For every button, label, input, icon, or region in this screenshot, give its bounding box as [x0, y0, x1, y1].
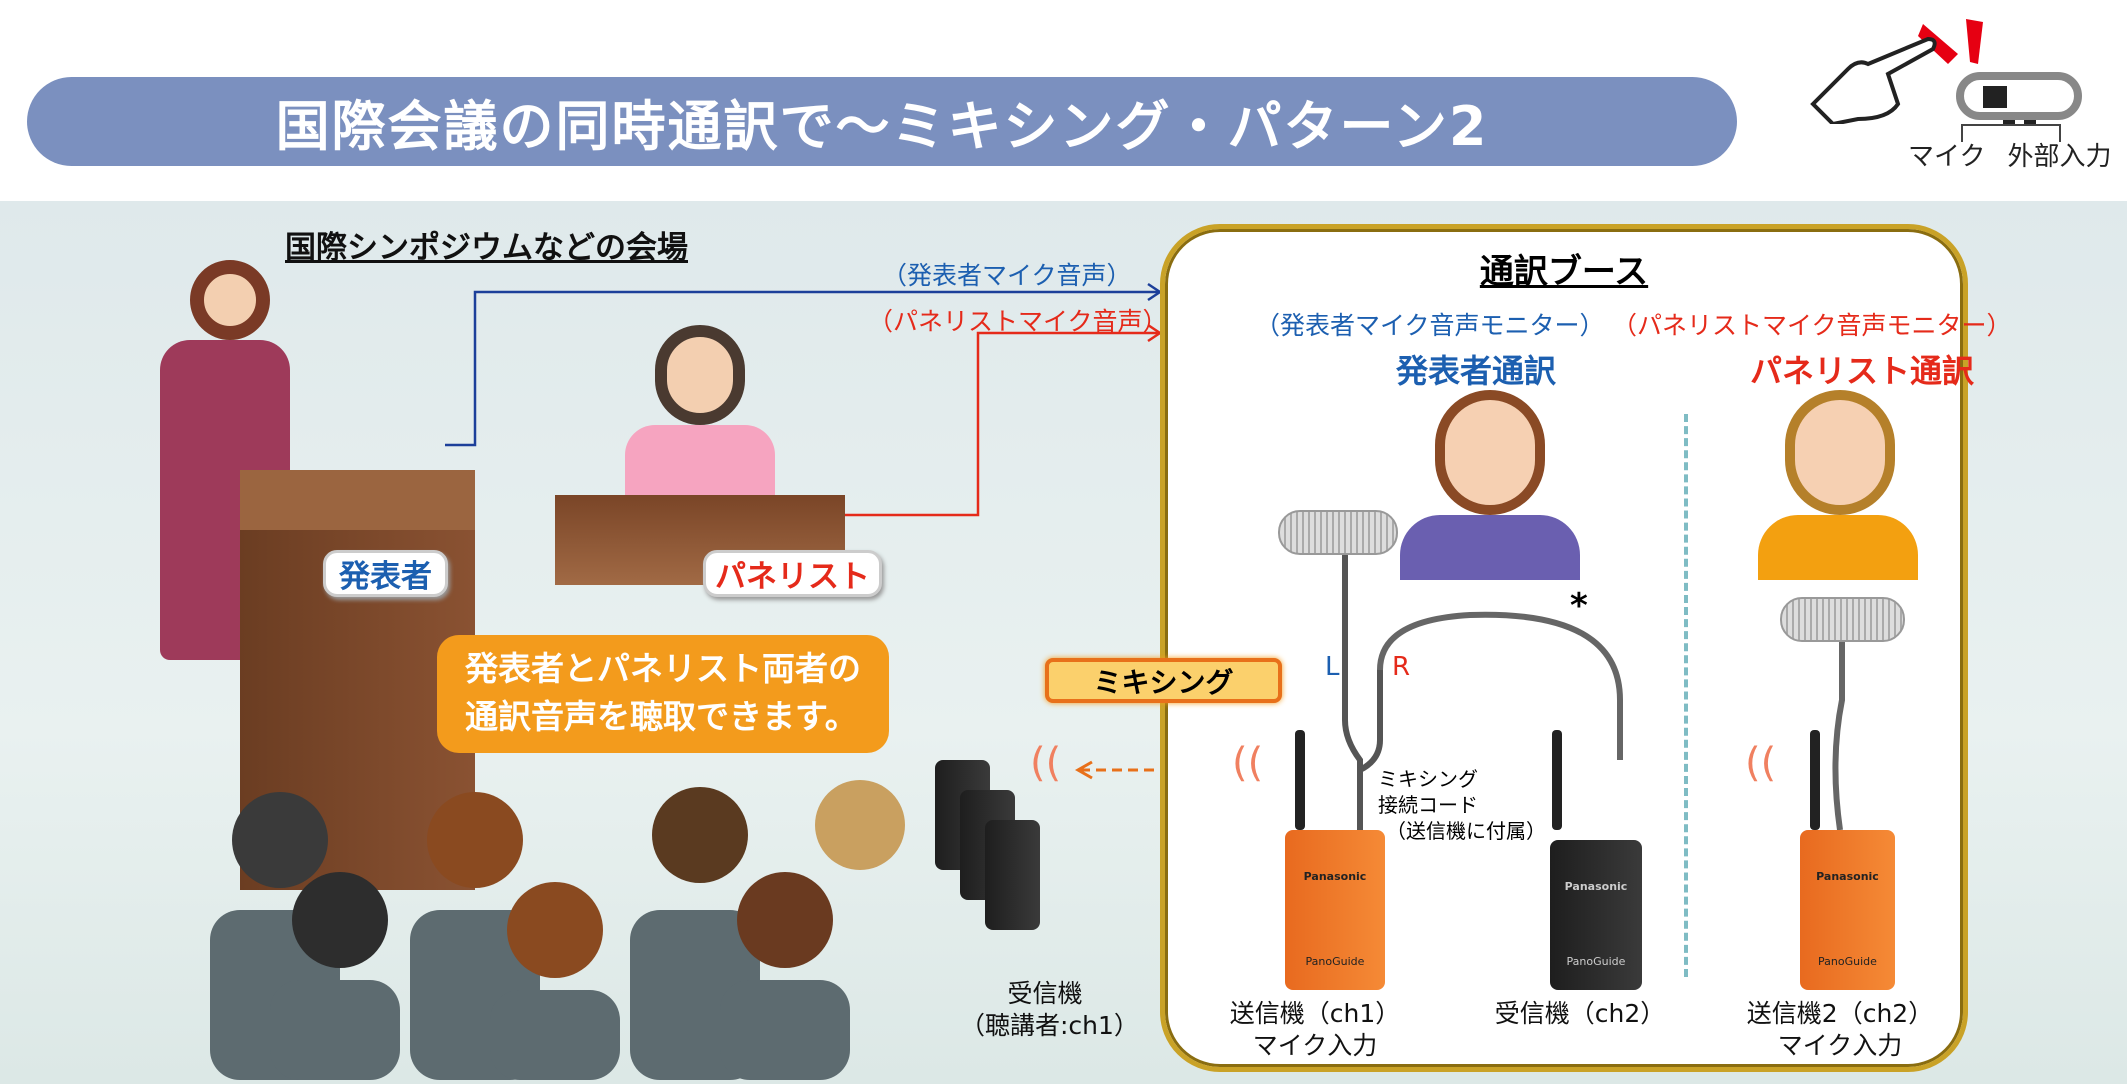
- product-label: PanoGuide: [1305, 955, 1365, 968]
- panelist-interpreter-label: パネリスト通訳: [1750, 352, 1975, 390]
- booth-title: 通訳ブース: [1479, 252, 1649, 292]
- tx2-caption: 送信機2（ch2） マイク入力: [1740, 998, 1940, 1062]
- presenter-interpreter-label: 発表者通訳: [1396, 352, 1557, 390]
- panelist-interpreter-body: [1758, 515, 1918, 580]
- listener-receivers: [935, 720, 1045, 950]
- listener-receiver: [985, 820, 1040, 930]
- callout-line1: 発表者とパネリスト両者の: [465, 649, 861, 688]
- switch-label-mic: マイク: [1908, 142, 1986, 172]
- rx2-caption: 受信機（ch2）: [1494, 999, 1666, 1028]
- transmitter2-ch2: Panasonic PanoGuide: [1800, 830, 1895, 990]
- receiver-ch2: Panasonic PanoGuide: [1550, 840, 1642, 990]
- presenter-mic-signal-label: （発表者マイク音声）: [882, 261, 1132, 290]
- page-title: 国際会議の同時通訳で〜ミキシング・パターン2: [27, 77, 1737, 166]
- venue-title: 国際シンポジウムなどの会場: [285, 230, 688, 266]
- hand-pointing-switch-icon: [1810, 19, 2082, 128]
- brand-label: Panasonic: [1816, 870, 1879, 883]
- mic-switch-legend: マイク 外部入力: [1778, 14, 2118, 174]
- presenter-interpreter-body: [1400, 515, 1580, 580]
- tx1-caption: 送信機（ch1） マイク入力: [1215, 998, 1415, 1062]
- caption-line: 送信機（ch1）: [1229, 999, 1401, 1028]
- caption-line: マイク入力: [1252, 1031, 1378, 1060]
- presenter-signal-line: [445, 290, 1160, 447]
- antenna: [1295, 730, 1305, 830]
- panelist-mic-signal-label: （パネリストマイク音声）: [868, 307, 1168, 336]
- listener-receiver-caption: 受信機 （聴講者:ch1）: [960, 978, 1139, 1042]
- presenter-interpreter-figure: [1435, 390, 1545, 515]
- asterisk-note: *: [1570, 586, 1588, 626]
- caption-line: （送信機に付属）: [1386, 819, 1546, 843]
- caption-line: 送信機2（ch2）: [1746, 999, 1934, 1028]
- presenter-label: 発表者: [323, 550, 448, 597]
- transmitter-ch1: Panasonic PanoGuide: [1285, 830, 1385, 990]
- caption-line: ミキシング: [1378, 767, 1478, 791]
- radio-wave-icon: ((: [1745, 740, 1777, 786]
- panelist-body: [625, 425, 775, 495]
- brand-label: Panasonic: [1303, 870, 1367, 883]
- audience: [210, 780, 930, 1080]
- switch-label-external: 外部入力: [2007, 142, 2112, 172]
- right-channel-label: R: [1392, 652, 1411, 682]
- microphone-icon: [1278, 510, 1398, 555]
- caption-line: マイク入力: [1777, 1031, 1903, 1060]
- left-channel-label: L: [1325, 652, 1340, 682]
- booth-divider: [1684, 414, 1688, 977]
- panelist-label: パネリスト: [703, 550, 882, 597]
- panelist-monitor-label: （パネリストマイク音声モニター）: [1612, 311, 2012, 340]
- antenna: [1810, 730, 1820, 830]
- caption-line: 受信機: [1007, 979, 1083, 1008]
- product-label: PanoGuide: [1818, 955, 1877, 968]
- podium-top: [240, 470, 475, 530]
- microphone-icon: [1780, 597, 1905, 642]
- panelist-interpreter-figure: [1785, 390, 1895, 515]
- product-label: PanoGuide: [1566, 955, 1626, 968]
- radio-wave-icon: ((: [1232, 740, 1264, 786]
- callout-line2: 通訳音声を聴取できます。: [465, 697, 858, 736]
- mixing-label: ミキシング: [1045, 658, 1282, 703]
- caption-line: （聴講者:ch1）: [960, 1011, 1139, 1040]
- callout: 発表者とパネリスト両者の 通訳音声を聴取できます。: [437, 635, 889, 753]
- panelist-signal-line: [830, 331, 1160, 517]
- caption-line: 接続コード: [1378, 793, 1478, 817]
- presenter-monitor-label: （発表者マイク音声モニター）: [1255, 311, 1605, 340]
- brand-label: Panasonic: [1564, 880, 1628, 893]
- antenna: [1552, 730, 1562, 830]
- mixing-cord-caption: ミキシング 接続コード （送信機に付属）: [1378, 766, 1546, 844]
- radio-wave-icon: ((: [1030, 740, 1062, 786]
